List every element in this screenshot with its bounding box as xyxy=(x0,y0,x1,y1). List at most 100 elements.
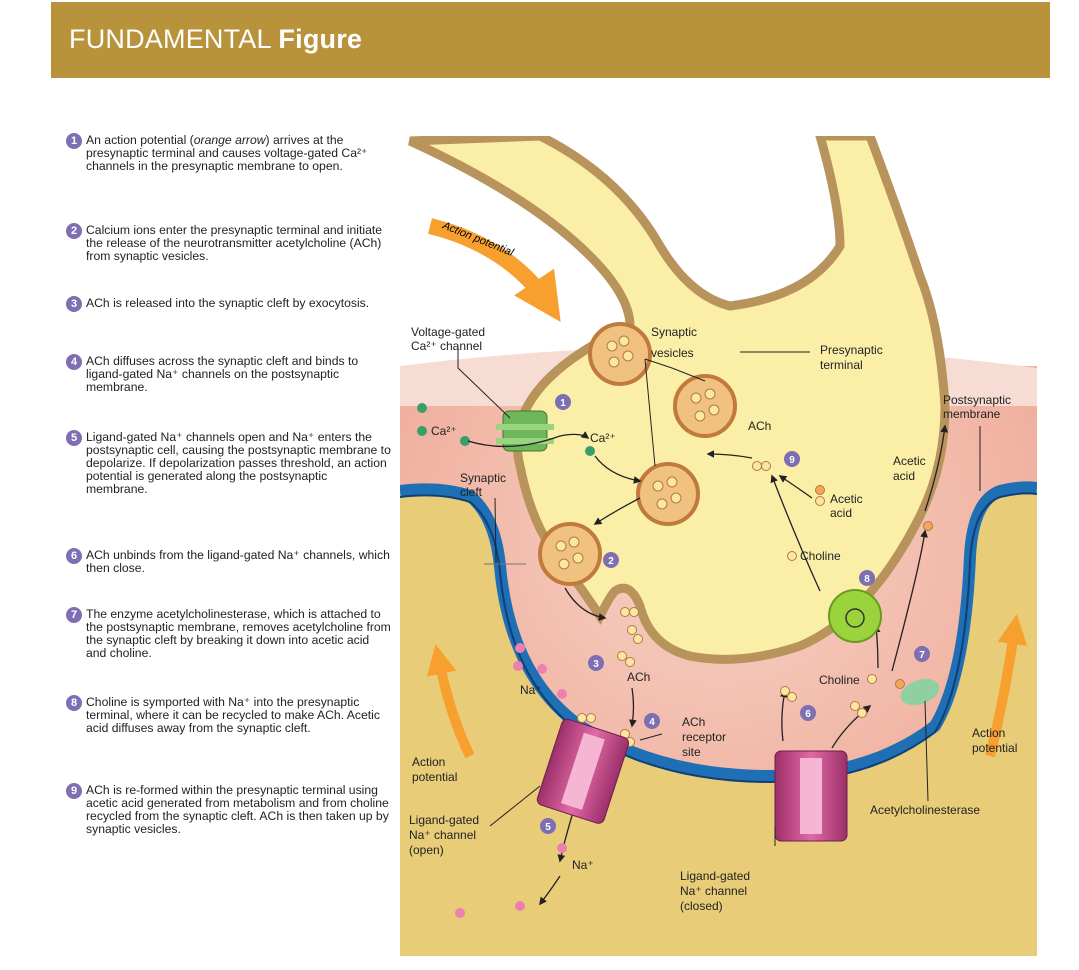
step-item: 7 The enzyme acetylcholinesterase, which… xyxy=(66,607,391,660)
acetic-acid-right-label-1: Acetic xyxy=(893,454,926,468)
ach-molecule xyxy=(850,701,867,718)
ach-molecule xyxy=(627,625,643,644)
na-ion xyxy=(557,843,567,853)
ca-to-vesicle-arrow xyxy=(594,455,642,484)
ca-outside-label: Ca²⁺ xyxy=(431,424,457,438)
step-badge: 3 xyxy=(66,296,82,312)
ach-molecule xyxy=(620,607,639,617)
svg-text:5: 5 xyxy=(545,822,551,833)
ach-receptor-label-1: ACh xyxy=(682,715,705,729)
step-item: 3 ACh is released into the synaptic clef… xyxy=(66,296,391,312)
page-title: FUNDAMENTAL Figure xyxy=(69,24,363,54)
step-badge: 2 xyxy=(66,223,82,239)
action-potential-right-label-2: potential xyxy=(972,741,1017,755)
voltage-gated-label-1: Voltage-gated xyxy=(411,325,485,339)
step-badge: 6 xyxy=(66,548,82,564)
vesicle-move-arrow xyxy=(593,497,641,525)
ach-to-enzyme-arrow xyxy=(831,705,872,749)
ach-molecule xyxy=(577,713,596,723)
synaptic-vesicle xyxy=(673,374,737,438)
synaptic-cleft-label-1: Synaptic xyxy=(460,471,506,485)
ca-ion xyxy=(460,436,470,446)
ach-receptor-label-3: site xyxy=(682,745,701,759)
acetylcholinesterase-label: Acetylcholinesterase xyxy=(870,803,980,817)
lg-open-label-3: (open) xyxy=(409,843,444,857)
ca-ion xyxy=(585,446,595,456)
svg-text:7: 7 xyxy=(919,650,925,661)
step-badge: 1 xyxy=(66,133,82,149)
svg-text:3: 3 xyxy=(593,659,599,670)
acetic-acid-molecule xyxy=(895,679,905,689)
step-text: An action potential (orange arrow) arriv… xyxy=(86,133,368,173)
synaptic-vesicles-label-1: Synaptic xyxy=(651,325,697,339)
exocytosis-arrow xyxy=(564,587,607,621)
ach-cleft-label: ACh xyxy=(627,670,650,684)
postsynaptic-label-2: membrane xyxy=(943,407,1001,421)
step-item: 4 ACh diffuses across the synaptic cleft… xyxy=(66,354,391,394)
na-diffuse-arrow xyxy=(539,875,561,906)
na-ion xyxy=(513,661,523,671)
voltage-gated-label-2: Ca²⁺ channel xyxy=(411,339,482,353)
synaptic-vesicle xyxy=(588,322,652,386)
ca-ion xyxy=(417,403,427,413)
action-potential-arrow-top xyxy=(428,218,561,322)
choline-cleft-label: Choline xyxy=(819,673,860,687)
figure-step-badge: 2 xyxy=(603,552,619,568)
ca-inside-label: Ca²⁺ xyxy=(590,431,616,445)
na-plus-top-label: Na⁺ xyxy=(520,683,542,697)
step-badge: 8 xyxy=(66,695,82,711)
choline-molecule xyxy=(787,551,797,561)
cleft-leader xyxy=(494,497,497,565)
action-potential-arrow-left xyxy=(426,644,475,759)
svg-text:1: 1 xyxy=(560,398,566,409)
choline-symporter xyxy=(828,589,882,643)
acetic-acid-molecule xyxy=(815,485,825,495)
lg-open-leader xyxy=(489,785,541,827)
step-item: 5 Ligand-gated Na⁺ channels open and Na⁺… xyxy=(66,430,391,496)
na-plus-bottom-label: Na⁺ xyxy=(572,858,594,872)
step-badge: 5 xyxy=(66,430,82,446)
ach-receptor-label-2: receptor xyxy=(682,730,726,744)
postsynaptic-cell xyxy=(400,487,1037,956)
ach-molecule xyxy=(752,461,771,471)
postsynaptic-membrane-inner xyxy=(400,492,1037,784)
acetic-acid-away-arrow-upper xyxy=(924,424,949,512)
step-text: Calcium ions enter the presynaptic termi… xyxy=(86,223,383,263)
ach-molecule xyxy=(617,651,635,667)
action-potential-left-label-2: potential xyxy=(412,770,457,784)
na-ion xyxy=(515,643,525,653)
ach-molecule xyxy=(780,686,797,702)
choline-molecule xyxy=(867,674,877,684)
synaptic-vesicles-label-2: vesicles xyxy=(651,346,694,360)
step-item: 2 Calcium ions enter the presynaptic ter… xyxy=(66,223,391,263)
acetic-acid-right-label-2: acid xyxy=(893,469,915,483)
lg-closed-label-1: Ligand-gated xyxy=(680,869,750,883)
choline-inside-label: Choline xyxy=(800,549,841,563)
step-text: ACh is released into the synaptic cleft … xyxy=(86,296,370,310)
figure-step-badge: 3 xyxy=(588,655,604,671)
acetic-acid-away-arrow-lower xyxy=(891,529,928,672)
step-item: 9 ACh is re-formed within the presynapti… xyxy=(66,783,391,836)
acetylcholinesterase-leader xyxy=(924,700,929,802)
figure-step-badge: 8 xyxy=(859,570,875,586)
step-text: ACh unbinds from the ligand-gated Na⁺ ch… xyxy=(86,548,390,575)
presynaptic-label-1: Presynaptic xyxy=(820,343,883,357)
acetic-acid-molecule xyxy=(923,521,933,531)
ligand-gated-channel-open xyxy=(536,718,630,824)
lg-open-label-1: Ligand-gated xyxy=(409,813,479,827)
na-ion xyxy=(537,664,547,674)
voltage-gated-ca-channel xyxy=(496,410,554,452)
step-text: Ligand-gated Na⁺ channels open and Na⁺ e… xyxy=(86,430,391,496)
acetylcholinesterase-enzyme xyxy=(900,678,940,706)
svg-text:8: 8 xyxy=(864,574,870,585)
ligand-gated-channel-closed xyxy=(774,750,848,842)
lg-closed-label-2: Na⁺ channel xyxy=(680,884,747,898)
synaptic-cleft-label-2: cleft xyxy=(460,485,483,499)
figure-step-badge: 1 xyxy=(555,394,571,410)
ach-diffuse-arrow xyxy=(629,687,637,728)
postsynaptic-label-1: Postsynaptic xyxy=(943,393,1011,407)
step-badge: 9 xyxy=(66,783,82,799)
lg-closed-label-3: (closed) xyxy=(680,899,723,913)
figure-step-badge: 5 xyxy=(540,818,556,834)
figure-step-badge: 4 xyxy=(644,713,660,729)
